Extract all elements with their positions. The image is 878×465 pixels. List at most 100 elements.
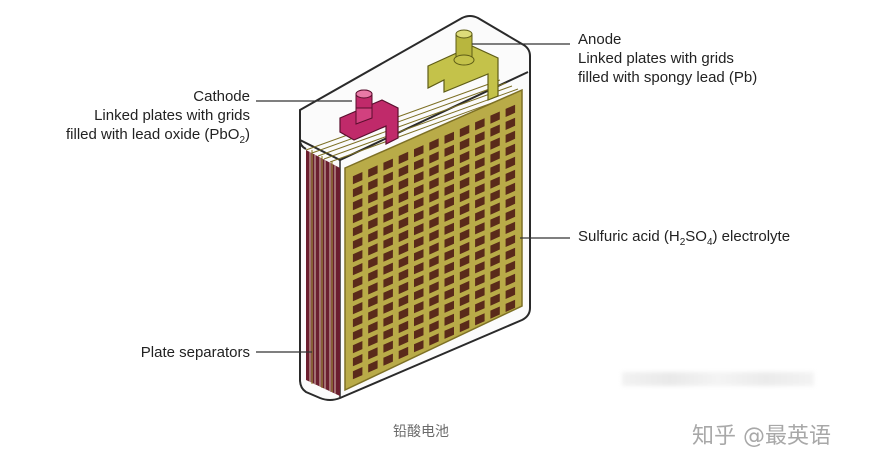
grid-hole — [444, 261, 454, 274]
grid-hole — [352, 276, 363, 289]
grid-hole — [444, 313, 454, 326]
grid-hole — [490, 280, 500, 293]
grid-hole — [352, 211, 363, 224]
grid-hole — [368, 165, 378, 178]
grid-hole — [383, 158, 393, 171]
grid-hole — [368, 217, 378, 230]
cathode-desc-line2: filled with lead oxide (PbO2) — [66, 125, 250, 150]
grid-hole — [444, 209, 454, 222]
grid-hole — [352, 198, 363, 211]
grid-hole — [444, 300, 454, 313]
grid-hole — [505, 221, 516, 234]
cathode-subscript: 2 — [239, 135, 245, 146]
grid-hole — [505, 299, 516, 312]
grid-hole — [459, 306, 470, 320]
grid-hole — [475, 157, 485, 170]
grid-hole — [414, 145, 424, 158]
grid-hole — [383, 236, 393, 249]
grid-hole — [398, 203, 409, 217]
grid-hole — [383, 197, 393, 210]
grid-hole — [459, 137, 470, 151]
grid-hole — [444, 170, 454, 183]
grid-hole — [505, 130, 516, 143]
grid-hole — [368, 269, 378, 282]
grid-hole — [459, 267, 470, 281]
plate-separators — [306, 150, 340, 396]
grid-hole — [505, 247, 516, 260]
grid-hole — [444, 131, 454, 144]
grid-hole — [475, 274, 485, 287]
grid-hole — [398, 294, 409, 308]
grid-hole — [368, 347, 378, 360]
grid-hole — [414, 314, 424, 327]
grid-hole — [414, 171, 424, 184]
grid-hole — [444, 274, 454, 287]
grid-hole — [475, 313, 485, 326]
grid-hole — [414, 223, 424, 236]
grid-hole — [429, 242, 439, 255]
grid-hole — [459, 228, 470, 242]
grid-hole — [490, 241, 500, 254]
grid-hole — [352, 237, 363, 250]
grid-hole — [383, 301, 393, 314]
grid-hole — [429, 177, 439, 190]
grid-hole — [383, 171, 393, 184]
grid-hole — [429, 190, 439, 203]
grid-hole — [368, 178, 378, 191]
grid-hole — [414, 340, 424, 353]
grid-hole — [444, 157, 454, 170]
anode-terminal — [427, 29, 499, 101]
watermark: 知乎 @最英语 — [692, 424, 831, 449]
grid-hole — [414, 262, 424, 275]
grid-hole — [490, 267, 500, 280]
grid-hole — [429, 268, 439, 281]
grid-hole — [414, 197, 424, 210]
electrolyte-label: Sulfuric acid (H2SO4) electrolyte — [578, 227, 790, 252]
grid-hole — [352, 341, 363, 354]
grid-hole — [398, 216, 409, 230]
grid-hole — [505, 143, 516, 156]
grid-hole — [475, 209, 485, 222]
grid-hole — [459, 319, 470, 333]
grid-hole — [383, 327, 393, 340]
grid-hole — [398, 177, 409, 191]
grid-hole — [368, 204, 378, 217]
grid-hole — [429, 164, 439, 177]
grid-hole — [444, 196, 454, 209]
grid-hole — [352, 354, 363, 367]
grid-hole — [490, 137, 500, 150]
grid-hole — [475, 183, 485, 196]
grid-hole — [352, 367, 363, 380]
separators-label: Plate separators — [140, 344, 250, 361]
grid-hole — [383, 340, 393, 353]
figure-caption: 铅酸电池 — [393, 423, 449, 439]
grid-hole — [490, 189, 500, 202]
grid-hole — [459, 241, 470, 255]
grid-hole — [352, 263, 363, 276]
grid-hole — [429, 333, 439, 346]
grid-hole — [459, 176, 470, 190]
grid-hole — [368, 360, 378, 373]
grid-hole — [414, 275, 424, 288]
grid-hole — [398, 346, 409, 360]
grid-hole — [444, 144, 454, 157]
leader-lines — [256, 43, 570, 353]
grid-hole — [352, 224, 363, 237]
electrolyte-sub-h: 2 — [679, 237, 686, 248]
grid-hole — [383, 223, 393, 236]
grid-hole — [459, 293, 470, 307]
grid-hole — [459, 124, 470, 138]
grid-hole — [475, 222, 485, 235]
grid-hole — [490, 176, 500, 189]
grid-hole — [505, 169, 516, 182]
grid-hole — [429, 138, 439, 151]
grid-hole — [398, 281, 409, 295]
grid-hole — [368, 256, 378, 269]
grid-holes — [352, 104, 516, 380]
grid-hole — [505, 273, 516, 286]
grid-hole — [490, 124, 500, 137]
grid-hole — [505, 234, 516, 247]
grid-hole — [490, 163, 500, 176]
grid-hole — [505, 156, 516, 169]
grid-hole — [383, 262, 393, 275]
